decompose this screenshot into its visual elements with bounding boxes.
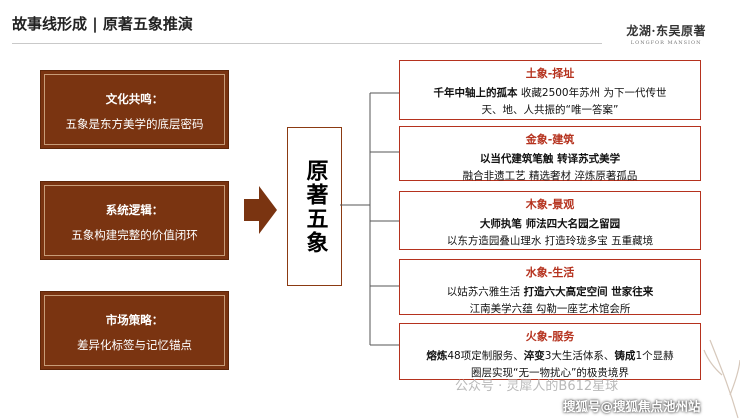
element-title: 土象-择址 xyxy=(525,67,575,80)
element-line1: 以当代建筑笔触 转译苏式美学 xyxy=(400,151,700,166)
element-line1: 千年中轴上的孤本 收藏2500年苏州 为下一代传世 xyxy=(400,85,700,100)
page-title: 故事线形成 | 原著五象推演 xyxy=(12,15,193,33)
text-segment: 圈层实现“无一物扰心”的极贵境界 xyxy=(471,367,629,379)
text-segment: 江南美学六蕴 勾勒一座艺术馆会所 xyxy=(469,303,631,315)
logo-sub-text: LONGFOR MANSION xyxy=(630,40,702,46)
panel-text: 五象是东方美学的底层密码 xyxy=(65,117,204,131)
element-line2: 以东方造园叠山理水 打造玲珑多宝 五重藏境 xyxy=(400,233,700,248)
element-box-metal: 金象-建筑 以当代建筑笔触 转译苏式美学 融合非遗工艺 精选奢材 淬炼原著孤品 xyxy=(399,126,701,183)
panel-text: 差异化标签与记忆锚点 xyxy=(77,338,192,352)
right-arrow-icon xyxy=(244,186,277,234)
text-segment: 淬变 xyxy=(523,350,545,362)
center-label: 原著五象 xyxy=(302,158,328,255)
text-segment: 千年中轴上的孤本 xyxy=(433,87,518,99)
panel-text: 五象构建完整的价值闭环 xyxy=(71,228,198,242)
text-segment: 铸成 xyxy=(614,350,636,362)
panel-heading: 文化共鸣： xyxy=(105,92,164,106)
text-segment: 收藏2500年苏州 为下一代传世 xyxy=(517,87,667,99)
decorative-branch xyxy=(703,339,740,419)
wechat-watermark: 公众号 · 灵犀人的B612星球 xyxy=(455,379,619,394)
logo-main-text: 龙湖·东吴原著 xyxy=(626,24,706,38)
text-segment: 融合非遗工艺 精选奢材 淬炼原著孤品 xyxy=(462,170,638,182)
panel-heading: 系统逻辑： xyxy=(105,203,164,217)
left-panel-system: 系统逻辑： 五象构建完整的价值闭环 xyxy=(40,181,229,260)
left-panel-culture: 文化共鸣： 五象是东方美学的底层密码 xyxy=(40,70,229,149)
text-segment: 打造六大高定空间 世家往来 xyxy=(523,286,654,298)
brand-logo: 龙湖·东吴原著 LONGFOR MANSION xyxy=(626,22,706,46)
panel-heading: 市场策略： xyxy=(105,313,164,327)
element-line2: 圈层实现“无一物扰心”的极贵境界 xyxy=(400,365,700,380)
text-segment: 48项定制服务、 xyxy=(447,350,524,362)
center-label-box: 原著五象 xyxy=(287,127,342,286)
element-box-fire: 火象-服务 熔炼48项定制服务、淬变3大生活体系、铸成1个显赫 圈层实现“无一物… xyxy=(399,323,701,380)
element-line2: 江南美学六蕴 勾勒一座艺术馆会所 xyxy=(400,301,700,316)
text-segment: 以姑苏六雅生活 xyxy=(446,286,524,298)
header-divider xyxy=(12,43,602,44)
text-segment: 以东方造园叠山理水 打造玲珑多宝 五重藏境 xyxy=(446,235,654,247)
element-box-earth: 土象-择址 千年中轴上的孤本 收藏2500年苏州 为下一代传世 天、地、人共振的… xyxy=(399,60,701,120)
element-box-water: 水象-生活 以姑苏六雅生活 打造六大高定空间 世家往来 江南美学六蕴 勾勒一座艺… xyxy=(399,259,701,315)
text-segment: 天、地、人共振的“唯一答案” xyxy=(481,104,619,116)
sohu-watermark: 搜狐号@搜狐焦点池州站 xyxy=(563,399,701,414)
element-title: 金象-建筑 xyxy=(525,133,575,146)
element-line1: 以姑苏六雅生活 打造六大高定空间 世家往来 xyxy=(400,284,700,299)
element-line2: 融合非遗工艺 精选奢材 淬炼原著孤品 xyxy=(400,168,700,183)
element-box-wood: 木象-景观 大师执笔 师法四大名园之留园 以东方造园叠山理水 打造玲珑多宝 五重… xyxy=(399,191,701,250)
element-line2: 天、地、人共振的“唯一答案” xyxy=(400,102,700,117)
text-segment: 大师执笔 师法四大名园之留园 xyxy=(479,218,621,230)
element-title: 火象-服务 xyxy=(525,330,575,343)
element-line1: 大师执笔 师法四大名园之留园 xyxy=(400,216,700,231)
element-line1: 熔炼48项定制服务、淬变3大生活体系、铸成1个显赫 xyxy=(400,348,700,363)
text-segment: 1个显赫 xyxy=(635,350,674,362)
text-segment: 以当代建筑笔触 转译苏式美学 xyxy=(479,153,621,165)
text-segment: 3大生活体系、 xyxy=(544,350,615,362)
element-title: 木象-景观 xyxy=(525,198,575,211)
element-title: 水象-生活 xyxy=(525,266,575,279)
text-segment: 熔炼 xyxy=(426,350,448,362)
left-panel-market: 市场策略： 差异化标签与记忆锚点 xyxy=(40,291,229,370)
